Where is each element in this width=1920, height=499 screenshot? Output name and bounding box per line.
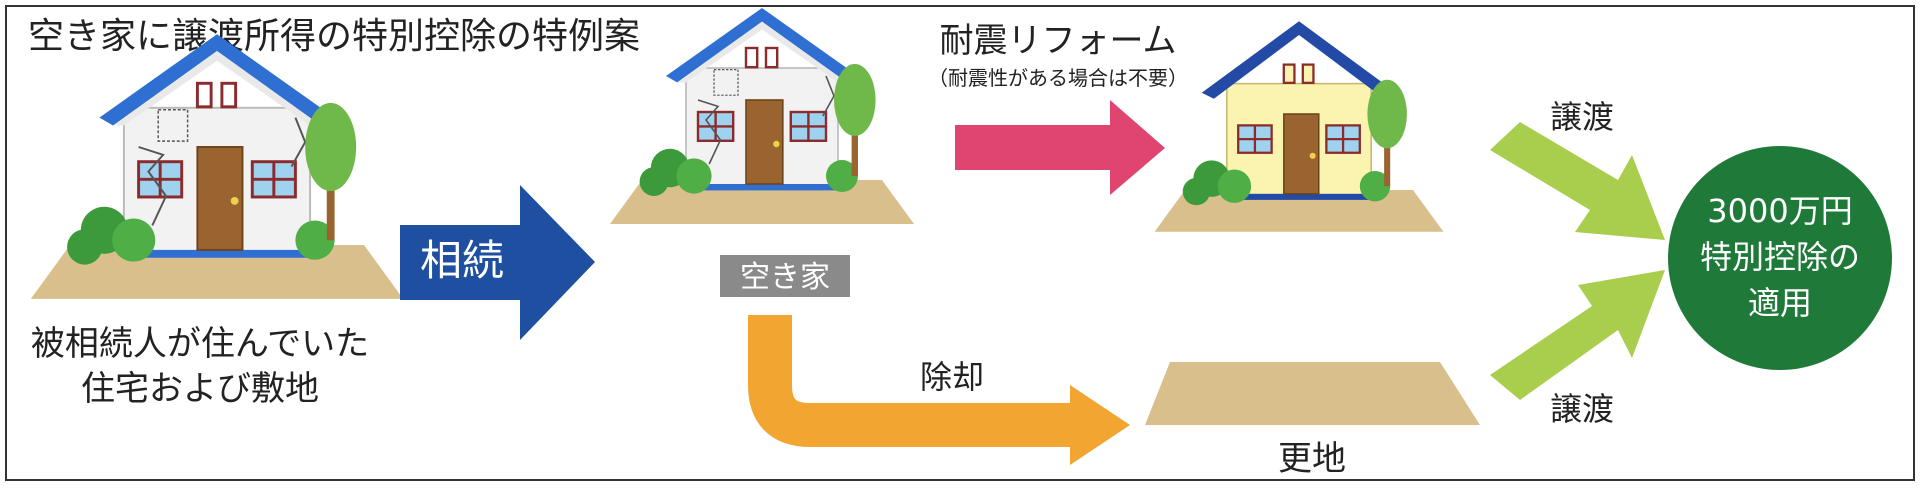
reform-note: （耐震性がある場合は不要） bbox=[928, 66, 1188, 90]
transfer-label-top: 譲渡 bbox=[1550, 98, 1614, 136]
result-line1: 3000万円 bbox=[1707, 192, 1852, 230]
result-circle bbox=[1668, 146, 1892, 370]
demolish-label: 除却 bbox=[920, 358, 984, 396]
inherit-arrow bbox=[400, 185, 595, 340]
vacant-house-badge: 空き家 bbox=[740, 260, 830, 295]
source-house-caption-line1: 被相続人が住んでいた bbox=[31, 324, 369, 364]
reform-label: 耐震リフォーム bbox=[940, 21, 1177, 61]
demolish-arrow bbox=[748, 315, 1130, 465]
inherit-arrow-label: 相続 bbox=[420, 236, 504, 285]
reform-arrow bbox=[955, 100, 1165, 195]
result-line2: 特別控除の bbox=[1700, 238, 1860, 276]
diagram-title: 空き家に譲渡所得の特別控除の特例案 bbox=[28, 16, 640, 57]
source-house-caption-line2: 住宅および敷地 bbox=[81, 369, 319, 409]
vacant-house-badge-bg bbox=[720, 255, 850, 297]
vacant-land-illustration bbox=[1145, 362, 1480, 425]
vacant-land-label: 更地 bbox=[1278, 439, 1346, 479]
transfer-arrow-top bbox=[1490, 122, 1665, 240]
result-line3: 適用 bbox=[1748, 284, 1812, 322]
transfer-arrow-bottom bbox=[1490, 270, 1665, 400]
transfer-label-bottom: 譲渡 bbox=[1550, 390, 1614, 428]
